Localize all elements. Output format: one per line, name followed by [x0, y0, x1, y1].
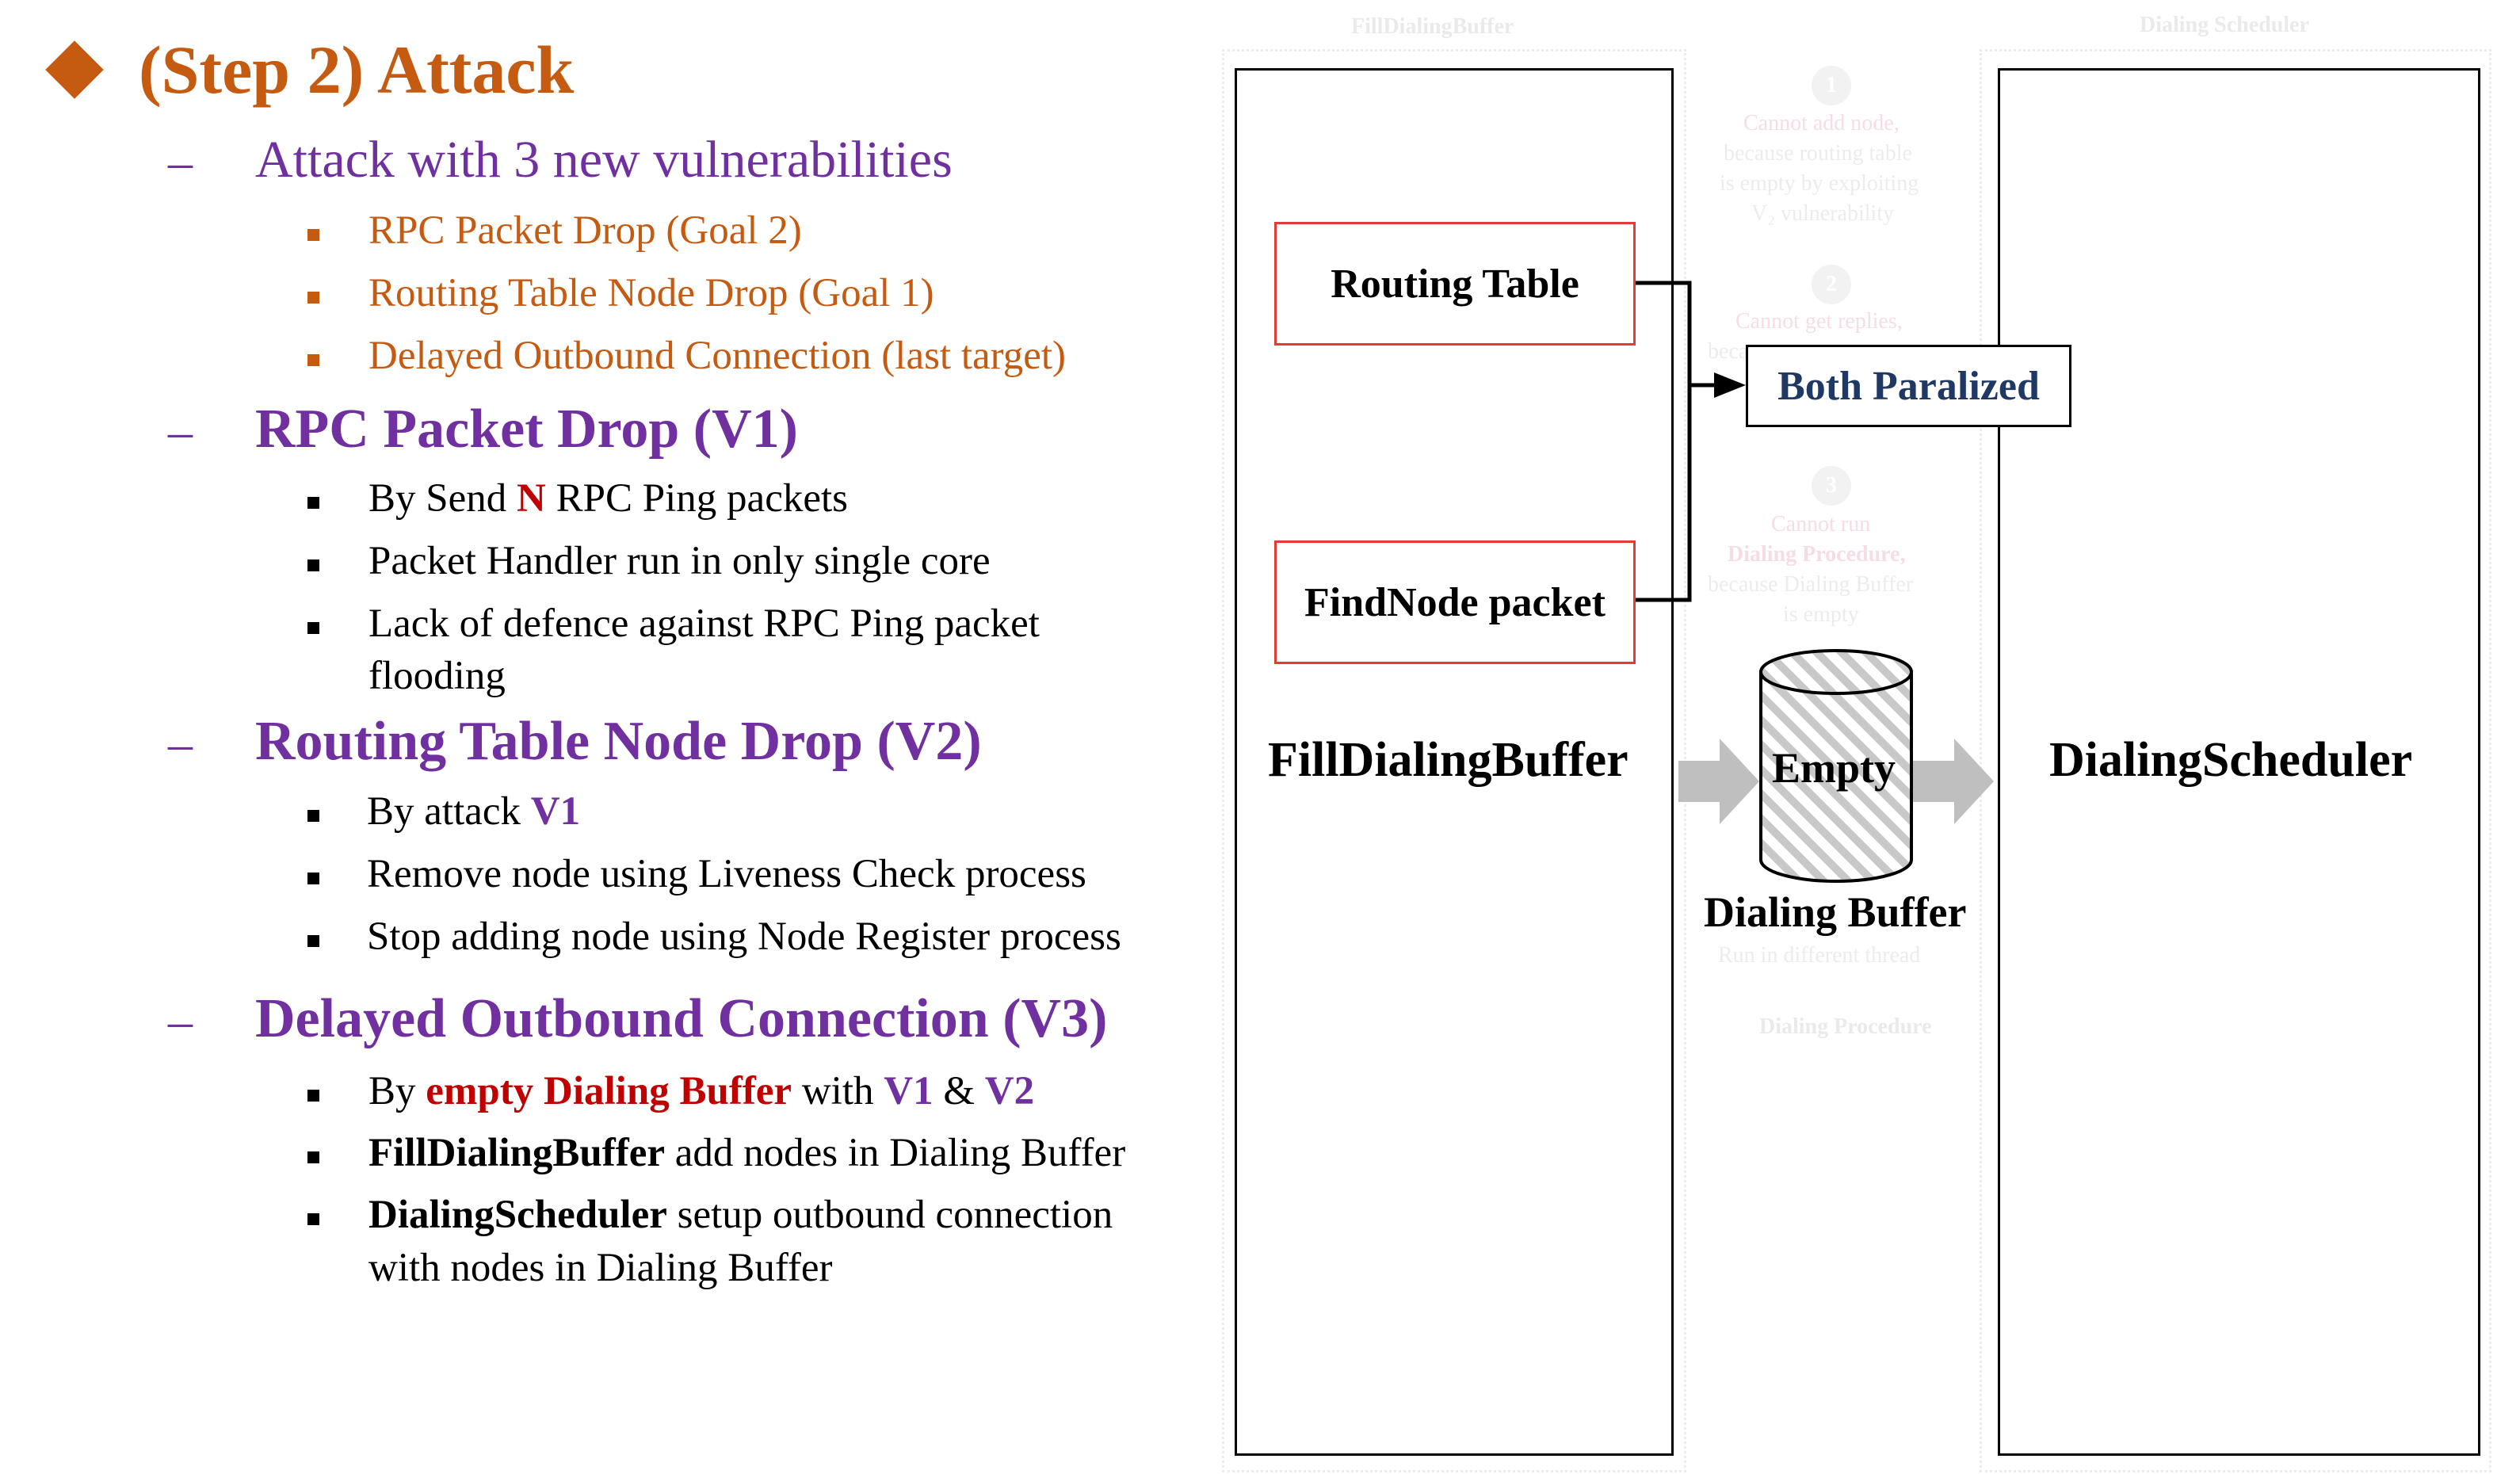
dash-marker: –: [168, 995, 193, 1048]
dash-marker: –: [168, 405, 193, 459]
routing-table-box: Routing Table: [1274, 222, 1636, 346]
dash-marker: –: [168, 136, 193, 189]
diamond-bullet-icon: [45, 40, 104, 99]
square-bullet-icon: [307, 229, 319, 241]
faint-note-1-line-4: V₂ vulnerability: [1751, 201, 1895, 226]
gray-arrow-left-icon: [1678, 739, 1759, 824]
square-bullet-icon: [307, 1213, 319, 1225]
dash-marker: –: [168, 717, 193, 771]
square-bullet-icon: [307, 559, 319, 571]
square-bullet-icon: [307, 1090, 319, 1102]
bullet-3-2: Remove node using Liveness Check process: [367, 852, 1086, 896]
square-bullet-icon: [307, 497, 319, 509]
section-heading-4: Delayed Outbound Connection (V3): [255, 988, 1108, 1049]
bullet-4-2: FillDialingBuffer add nodes in Dialing B…: [368, 1131, 1126, 1175]
step-3-icon: 3: [1812, 466, 1851, 506]
both-paralized-arrowhead-icon: [1714, 372, 1746, 398]
bullet-3-3: Stop adding node using Node Register pro…: [367, 915, 1121, 959]
square-bullet-icon: [307, 622, 319, 634]
bullet-4-3-cont: with nodes in Dialing Buffer: [368, 1246, 833, 1290]
square-bullet-icon: [307, 1151, 319, 1163]
faint-note-3-line-2: Dialing Procedure,: [1728, 542, 1906, 567]
faint-thread-note: Run in different thread: [1718, 943, 1921, 968]
step-2-icon: 2: [1812, 265, 1851, 304]
section-heading-2: RPC Packet Drop (V1): [255, 399, 798, 460]
faint-note-1-line-1: Cannot add node,: [1743, 111, 1900, 136]
dialing-scheduler-label: DialingScheduler: [2049, 733, 2413, 787]
faint-note-3-line-1: Cannot run: [1771, 512, 1871, 537]
bullet-1-3: Delayed Outbound Connection (last target…: [368, 334, 1066, 378]
dialing-scheduler-panel: [1998, 68, 2480, 1456]
square-bullet-icon: [307, 935, 319, 947]
bullet-1-2: Routing Table Node Drop (Goal 1): [368, 271, 934, 315]
square-bullet-icon: [307, 810, 319, 822]
bullet-4-1: By empty Dialing Buffer with V1 & V2: [368, 1069, 1035, 1113]
dialing-buffer-label: Dialing Buffer: [1704, 888, 1967, 936]
bullet-3-1: By attack V1: [367, 789, 581, 834]
bullet-2-1: By Send N RPC Ping packets: [368, 476, 848, 521]
square-bullet-icon: [307, 354, 319, 366]
section-heading-3: Routing Table Node Drop (V2): [255, 711, 982, 772]
bullet-2-3-cont: flooding: [368, 654, 506, 698]
step-1-icon: 1: [1812, 66, 1851, 105]
both-paralized-box: Both Paralized: [1746, 345, 2071, 427]
faint-header-right: Dialing Scheduler: [2140, 13, 2309, 37]
faint-note-1-line-3: is empty by exploiting: [1720, 171, 1919, 196]
fill-dialing-buffer-label: FillDialingBuffer: [1268, 733, 1628, 787]
faint-note-3-line-4: is empty: [1783, 602, 1859, 627]
faint-header-left: FillDialingBuffer: [1351, 14, 1514, 39]
fill-dialing-buffer-panel: [1235, 68, 1674, 1456]
square-bullet-icon: [307, 292, 319, 304]
bullet-1-1: RPC Packet Drop (Goal 2): [368, 208, 802, 253]
bullet-2-2: Packet Handler run in only single core: [368, 539, 991, 583]
slide-title: (Step 2) Attack: [139, 32, 575, 108]
square-bullet-icon: [307, 873, 319, 884]
faint-procedure-note: Dialing Procedure: [1759, 1014, 1932, 1039]
faint-note-3-line-3: because Dialing Buffer: [1708, 572, 1914, 597]
findnode-packet-box: FindNode packet: [1274, 540, 1636, 664]
buffer-state-label: Empty: [1772, 744, 1896, 792]
bullet-4-3: DialingScheduler setup outbound connecti…: [368, 1193, 1113, 1237]
faint-note-2-line-1: Cannot get replies,: [1735, 309, 1903, 334]
faint-note-1-line-2: because routing table: [1724, 141, 1912, 166]
bullet-2-3: Lack of defence against RPC Ping packet: [368, 601, 1040, 646]
section-heading-1: Attack with 3 new vulnerabilities: [255, 131, 953, 189]
